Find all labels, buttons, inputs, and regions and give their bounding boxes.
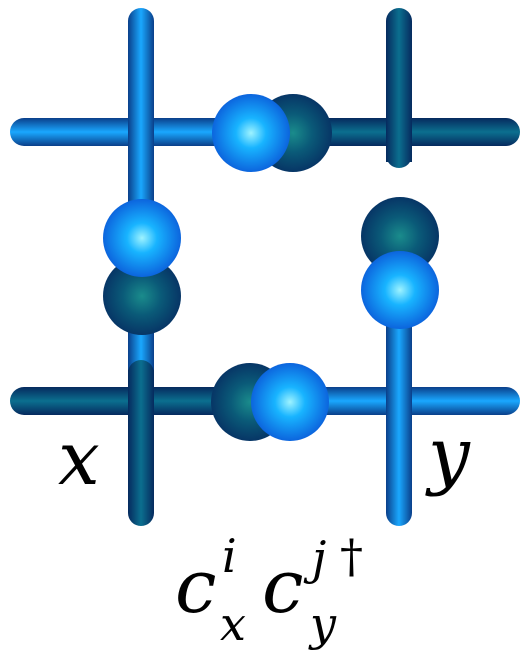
- operator-c1-sub: x: [220, 597, 246, 650]
- site-label-y: y: [425, 412, 471, 498]
- sphere-right-light: [361, 251, 439, 329]
- operator-c1-sup: i: [222, 529, 237, 583]
- operator-label: c i x c j † y: [175, 529, 363, 650]
- operator-dagger: †: [340, 529, 363, 583]
- sphere-bottom-light: [251, 363, 329, 441]
- operator-c2-sup: j: [303, 531, 326, 585]
- sphere-top-light: [212, 94, 290, 172]
- site-label-x: x: [58, 416, 100, 502]
- operator-c1: c: [175, 544, 216, 630]
- cross-top-right: [386, 100, 412, 162]
- operator-c2: c: [262, 544, 303, 630]
- operator-c2-sub: y: [308, 597, 337, 650]
- sphere-left-light: [103, 199, 181, 277]
- cross-bottom-left: [128, 370, 154, 432]
- cross-bottom-right: [386, 370, 412, 432]
- cross-top-left: [128, 100, 154, 162]
